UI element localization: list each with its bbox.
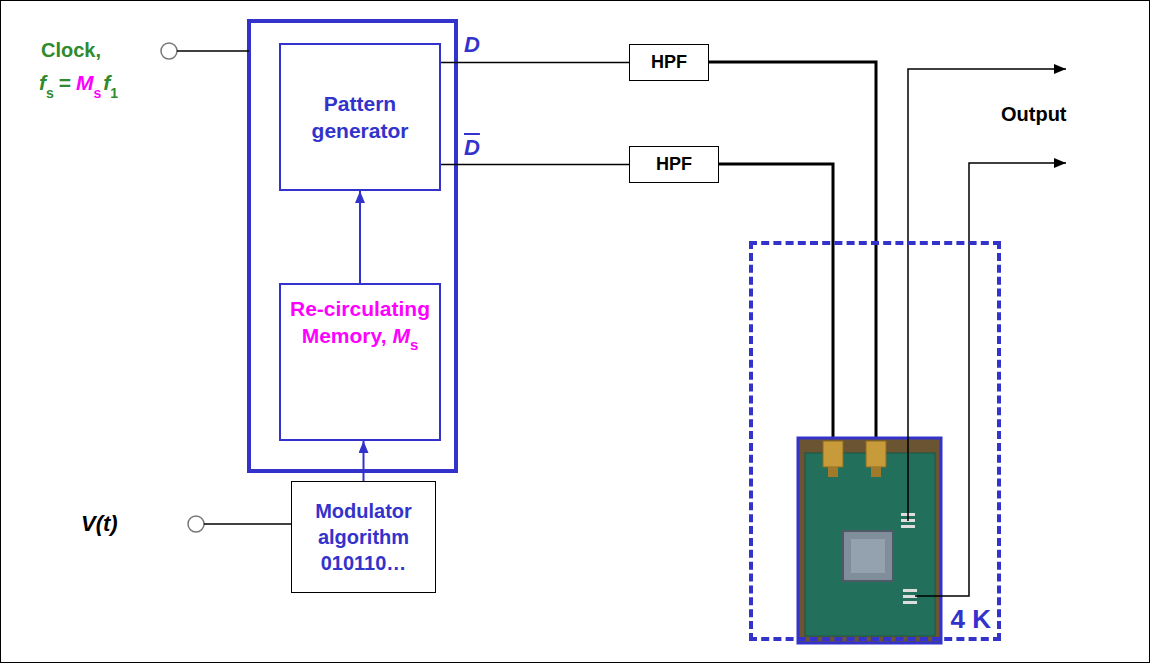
flow-arrow bbox=[363, 441, 365, 481]
output-wire bbox=[908, 69, 1066, 521]
generator-enclosure bbox=[249, 21, 456, 471]
filter-box: HPF bbox=[629, 44, 709, 81]
signal-name: V(t) bbox=[81, 511, 118, 537]
memory-box: Re-circulating Memory,Ms bbox=[279, 283, 441, 441]
text-wrap: HPF bbox=[656, 153, 692, 176]
process-box: Pattern generator bbox=[279, 43, 441, 191]
formula-subscript: s bbox=[46, 85, 54, 101]
formula-symbol: f bbox=[39, 71, 46, 95]
input-terminal bbox=[161, 43, 177, 59]
node-text: Pattern generator bbox=[312, 92, 409, 142]
algorithm-box: Modulator algorithm 010110… bbox=[291, 481, 436, 593]
node-text: 4 K bbox=[951, 604, 991, 634]
port-label: Output bbox=[1001, 103, 1067, 126]
output-wire bbox=[915, 163, 1066, 596]
cryostat-region: 4 K bbox=[749, 241, 1001, 641]
formula-subscript: 1 bbox=[110, 85, 118, 101]
text-wrap: Re-circulating Memory,Ms bbox=[285, 295, 435, 350]
formula-symbol: f bbox=[103, 71, 110, 95]
input-terminal bbox=[188, 516, 204, 532]
signal-line bbox=[441, 62, 629, 64]
chip-photo bbox=[798, 438, 941, 643]
formula-subscript: s bbox=[94, 85, 102, 101]
signal-name: D bbox=[464, 135, 480, 161]
filter-box: HPF bbox=[629, 146, 719, 183]
flow-arrow bbox=[359, 191, 361, 283]
text-wrap: HPF bbox=[651, 51, 687, 74]
node-text: Modulator algorithm 010110… bbox=[315, 500, 412, 574]
signal-name: Clock, bbox=[41, 39, 101, 62]
signal-line bbox=[441, 164, 629, 166]
coax-wire bbox=[709, 62, 876, 443]
signal-name: D bbox=[464, 32, 480, 58]
node-text: HPF bbox=[656, 154, 692, 174]
node-text: M bbox=[392, 324, 410, 347]
formula: fs=Msf1 bbox=[39, 71, 118, 95]
signal-wire bbox=[204, 523, 291, 525]
formula-symbol: M bbox=[76, 71, 94, 95]
text-wrap: Pattern generator bbox=[290, 90, 430, 145]
text-wrap: Modulator algorithm 010110… bbox=[304, 498, 424, 576]
coax-wire bbox=[719, 164, 833, 443]
formula-symbol: = bbox=[59, 71, 71, 95]
text-wrap: 4 K bbox=[951, 603, 991, 637]
node-text: HPF bbox=[651, 52, 687, 72]
node-text: s bbox=[410, 336, 418, 353]
clock-wire bbox=[177, 50, 249, 52]
